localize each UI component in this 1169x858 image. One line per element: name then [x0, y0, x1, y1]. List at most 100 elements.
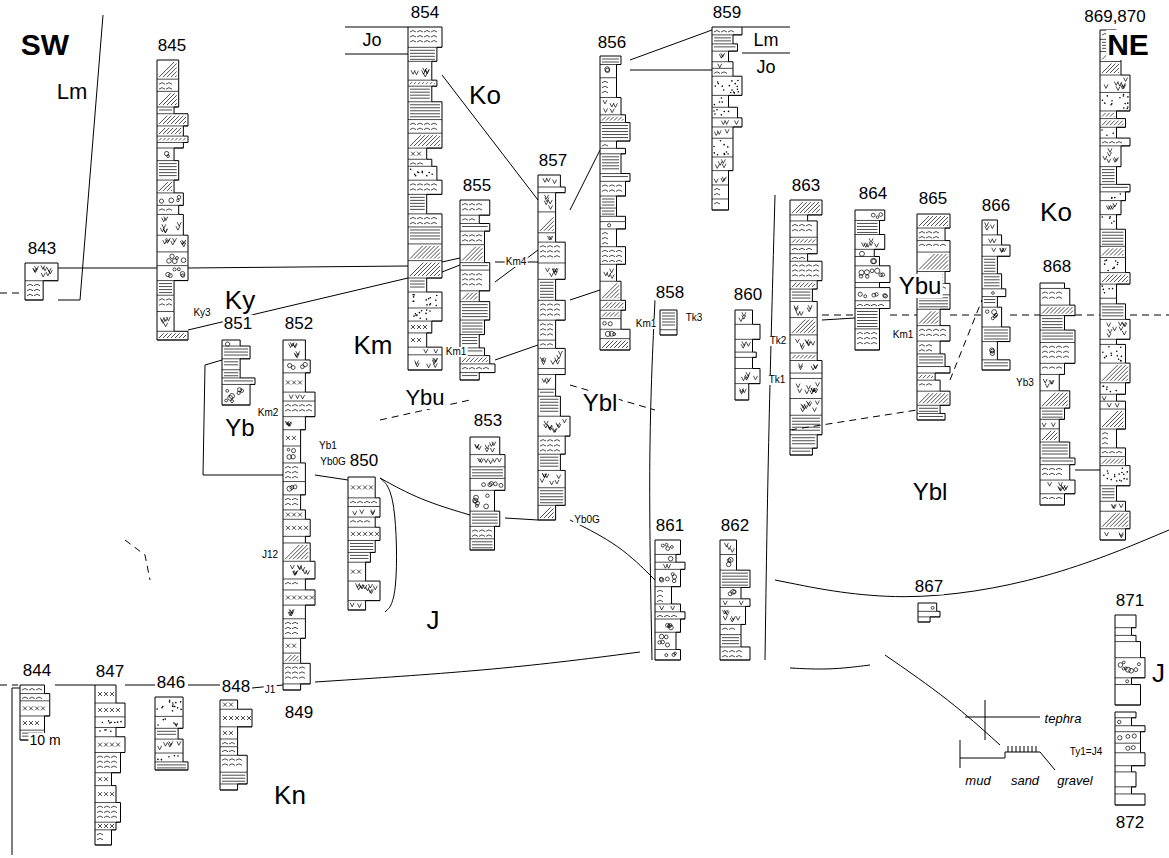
- tephra-label: Km2: [257, 408, 280, 418]
- tephra-label: Ty1=J4: [1069, 747, 1104, 757]
- lithology-pattern: [655, 543, 685, 660]
- sand-dot: [719, 101, 721, 103]
- lithology-pattern: [855, 213, 890, 350]
- correlation-line: [630, 30, 712, 60]
- section-number: 868: [1042, 258, 1072, 275]
- column-outline: [720, 540, 750, 660]
- sand-dot: [726, 151, 728, 153]
- tephra-label: Km4: [505, 257, 528, 267]
- correlation-line-dashed: [1075, 315, 1100, 316]
- sand-dot: [1120, 360, 1122, 362]
- column-outline: [222, 340, 255, 405]
- sand-dot: [1127, 102, 1129, 104]
- column-outline: [735, 310, 760, 400]
- sand-dot: [724, 111, 726, 113]
- tephra-label: Yb0G: [573, 515, 601, 525]
- correlation-line-dashed: [950, 315, 982, 316]
- correlation-line: [188, 266, 408, 268]
- section-number: 866: [981, 197, 1011, 214]
- unit-label: Lm: [752, 31, 779, 49]
- grain-size-scale: [960, 740, 1055, 770]
- correlation-line: [765, 195, 775, 660]
- unit-label: Km: [353, 332, 394, 358]
- sand-dot: [419, 312, 421, 314]
- sand-dot: [1103, 385, 1105, 387]
- correlation-line: [822, 318, 855, 320]
- sand-dot: [714, 85, 716, 87]
- sand-dot: [1116, 350, 1118, 352]
- sand-dot: [1120, 346, 1122, 348]
- section-column: [538, 175, 570, 520]
- sand-dot: [177, 723, 179, 725]
- sand-dot: [723, 144, 725, 146]
- sand-dot: [1104, 263, 1106, 265]
- lithology-pattern: [157, 62, 188, 340]
- sand-dot: [415, 175, 417, 177]
- sand-dot: [415, 315, 417, 317]
- section-column: [1115, 615, 1145, 705]
- lithology-pattern: [95, 692, 125, 845]
- sand-dot: [157, 724, 159, 726]
- column-outline: [470, 437, 505, 550]
- unit-label: Ybl: [912, 480, 949, 504]
- scale-label: 10 m: [28, 733, 61, 747]
- correlation-line: [775, 530, 1169, 597]
- sand-dot: [1104, 260, 1106, 262]
- sand-dot: [737, 80, 739, 82]
- lithology-pattern: [917, 216, 950, 420]
- section-number: 865: [918, 190, 948, 207]
- legend-text: tephra: [1044, 712, 1083, 725]
- correlation-line: [203, 475, 283, 476]
- sand-dot: [721, 114, 723, 116]
- sand-dot: [425, 313, 427, 315]
- sand-dot: [1118, 473, 1120, 475]
- column-outline: [790, 200, 822, 455]
- sand-dot: [716, 109, 718, 111]
- sand-dot: [1109, 216, 1111, 218]
- sand-dot: [1116, 355, 1118, 357]
- sand-dot: [110, 721, 112, 723]
- correlation-line: [885, 655, 1000, 745]
- sand-dot: [1120, 360, 1122, 362]
- correlation-lines: [0, 15, 1169, 745]
- correlation-line: [495, 345, 538, 360]
- sand-dot: [172, 705, 174, 707]
- sand-dot: [1106, 134, 1108, 136]
- sand-dot: [108, 720, 110, 722]
- column-outline: [157, 60, 188, 340]
- section-number: 867: [914, 578, 944, 595]
- lithology-pattern: [660, 313, 677, 335]
- sand-dot: [1123, 95, 1125, 97]
- tephra-label: J12: [261, 550, 279, 560]
- section-number: 864: [858, 185, 888, 202]
- section-column: [660, 310, 677, 335]
- sand-dot: [1110, 104, 1112, 106]
- section-column: [20, 685, 50, 740]
- section-column: [348, 477, 380, 610]
- lithology-pattern: [538, 178, 570, 520]
- sand-dot: [419, 317, 421, 319]
- sand-dot: [421, 310, 423, 312]
- unit-label: Ky: [224, 287, 256, 313]
- column-outline: [220, 700, 252, 790]
- sand-dot: [1101, 129, 1103, 131]
- lithology-pattern: [600, 59, 630, 350]
- sand-dot: [174, 706, 176, 708]
- correlation-line-dashed: [822, 315, 855, 316]
- correlation-line: [570, 290, 600, 300]
- tephra-label: Km1: [635, 319, 658, 329]
- correlation-line-dashed: [125, 540, 150, 580]
- section-column: [470, 437, 505, 550]
- section-number: 854: [410, 4, 440, 21]
- sand-dot: [99, 730, 101, 732]
- sand-dot: [413, 315, 415, 317]
- sand-dot: [717, 81, 719, 83]
- sand-dot: [426, 304, 428, 306]
- correlation-line: [570, 150, 600, 210]
- section-column: [1115, 712, 1145, 805]
- correlation-line: [315, 475, 348, 480]
- sand-dot: [428, 172, 430, 174]
- sand-dot: [1110, 352, 1112, 354]
- sand-dot: [717, 154, 719, 156]
- sand-dot: [435, 299, 437, 301]
